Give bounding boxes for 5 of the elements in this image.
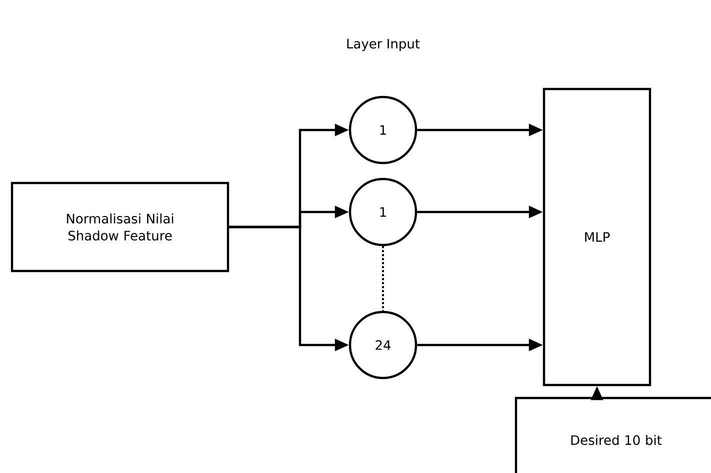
- layer-label: Layer Input: [347, 38, 420, 52]
- dotted-line: [382, 246, 384, 311]
- process-box: MLP: [542, 88, 652, 386]
- process-box: Desired 10 bit: [514, 396, 711, 473]
- process-box: Normalisasi Nilai Shadow Feature: [10, 182, 230, 272]
